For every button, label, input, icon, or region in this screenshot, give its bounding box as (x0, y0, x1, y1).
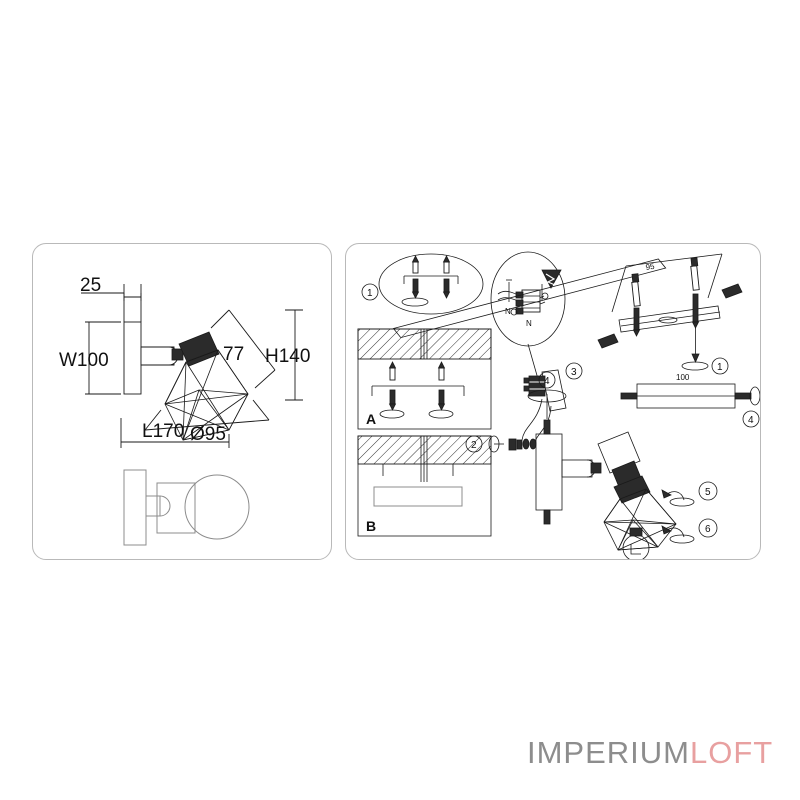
wall-plate (123, 321, 142, 395)
brand-name-secondary: LOFT (690, 735, 774, 770)
assembly-swivel (590, 462, 602, 474)
front-view-arm (145, 495, 161, 517)
wall-hatch-a (357, 328, 492, 360)
step-badge-6 (698, 518, 718, 538)
step-number-2: 2 (471, 440, 477, 451)
step-badge-3 (565, 362, 583, 380)
step-badge-4b (742, 410, 760, 428)
dimension-d95 (144, 399, 270, 431)
dimension-l170 (120, 418, 230, 448)
dowel-a-left (388, 361, 397, 381)
step-badge-1b (711, 357, 729, 375)
installation-diagram: 1 (357, 251, 760, 559)
dimension-label-h140: H140 (265, 346, 310, 367)
warning-triangle-icon (541, 269, 562, 289)
step-badge-5 (698, 481, 718, 501)
callout-leader (527, 343, 539, 380)
main-assembly: 3 2 (465, 362, 718, 559)
wall-case-a-label: A (366, 411, 376, 427)
screw-a-right (437, 389, 446, 411)
screw-body-right (734, 392, 752, 400)
assembly-cage-shade (603, 488, 677, 551)
dimension-label-w100: W100 (59, 350, 109, 371)
step-number-6: 6 (705, 524, 711, 535)
connector-set (508, 438, 537, 451)
dowel-bracket-left (631, 273, 641, 307)
wall-case-a: A (357, 328, 492, 430)
bracket-center-hole (658, 316, 678, 324)
dimension-label-d95: Ø95 (190, 424, 226, 445)
front-view-shade-circle (184, 474, 250, 540)
screw-body-left (620, 392, 638, 400)
dowel-bracket-right (690, 257, 700, 291)
assembly-terminal-block (528, 375, 546, 397)
lamp-arm (140, 346, 175, 366)
terminal-block (521, 289, 541, 313)
screw-a-left (388, 389, 397, 411)
dowel-left (411, 255, 420, 274)
assembly-arm (561, 459, 593, 478)
screw-top-body (543, 419, 551, 435)
dimension-drawing: 25 W100 77 Ø95 (59, 275, 310, 546)
callout-oval-wiring (490, 251, 566, 347)
step-number-3: 3 (571, 367, 577, 378)
front-view-plate (123, 469, 147, 546)
light-bulb-icon (622, 527, 650, 559)
step-badge-4 (538, 371, 556, 389)
dimension-label-77: 77 (223, 344, 244, 365)
bracket-plate (392, 258, 667, 339)
mounted-bracket-b (373, 486, 463, 507)
wall-case-b-label: B (366, 518, 376, 534)
dimension-label-95: 95 (645, 262, 656, 272)
step-badge-2 (465, 435, 483, 453)
front-view-socket (156, 482, 196, 534)
step-number-4b: 4 (748, 415, 754, 426)
step-number-1b: 1 (717, 362, 723, 373)
dowel-a-right (437, 361, 446, 381)
step-1-callout: 1 (361, 253, 484, 315)
dimension-95 (611, 253, 723, 313)
screw-bracket-left (632, 307, 641, 337)
wall-case-b: B (357, 435, 492, 537)
dimension-label-l170: L170 (142, 421, 184, 442)
dimension-25 (81, 284, 142, 322)
rotation-indicator-4 (527, 389, 567, 403)
dimension-h140 (285, 309, 303, 401)
screw-side-right (721, 283, 743, 299)
dimension-label-25: 25 (80, 275, 101, 296)
step-number-4: 4 (544, 376, 550, 387)
dimension-drawing-panel: 25 W100 77 Ø95 (32, 243, 332, 560)
bracket-mounting-detail: 95 (392, 253, 743, 375)
assembly-socket-housing (597, 431, 641, 474)
callout-oval (378, 253, 484, 315)
dimension-w100 (85, 321, 121, 395)
dimension-77 (210, 309, 276, 389)
wiring-detail-callout: N N (490, 251, 566, 380)
svg-text:N: N (526, 319, 532, 328)
rotation-indicator (401, 297, 429, 307)
cable-1 (521, 398, 543, 441)
dowel-right (442, 255, 451, 274)
step-badge-1 (361, 283, 379, 301)
front-view-arm-cap (159, 495, 171, 517)
step-number-5: 5 (705, 487, 711, 498)
screw-bottom-body (543, 509, 551, 525)
step-number-1: 1 (367, 288, 373, 299)
dimension-label-100: 100 (676, 373, 690, 382)
body-length-detail: 100 4 (620, 373, 760, 428)
swivel-joint (171, 348, 184, 361)
installation-instructions-panel: 1 (345, 243, 761, 560)
screw-bracket-right (691, 293, 700, 363)
assembly-shade-top (613, 475, 651, 504)
svg-text:N: N (505, 307, 511, 316)
socket-collar (178, 331, 220, 367)
brand-name-primary: IMPERIUM (527, 735, 690, 770)
screw-left (411, 278, 420, 299)
screw-right (442, 278, 451, 299)
screw-side-left (597, 333, 619, 349)
lamp-body (535, 433, 563, 511)
cage-shade (164, 349, 249, 441)
